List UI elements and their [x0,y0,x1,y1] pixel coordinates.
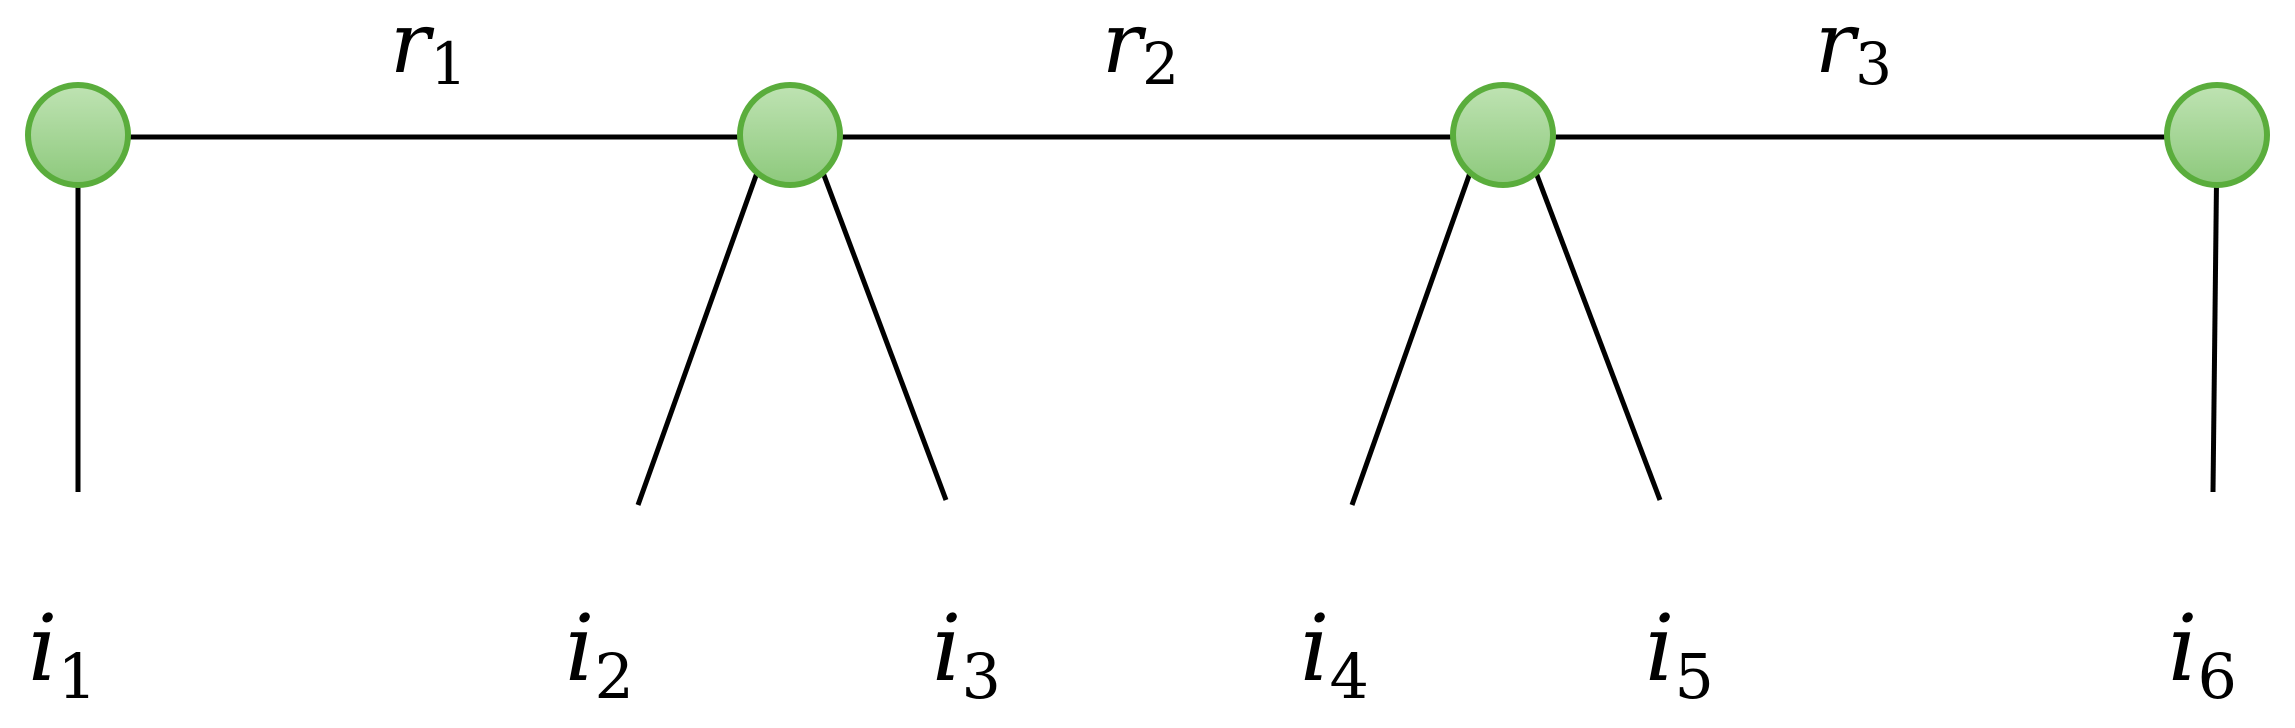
index-label-i1: i1 [28,595,97,713]
index-leg-4 [1349,169,1474,506]
index-leg-6 [2210,136,2220,493]
index-label-i3: i3 [932,595,1001,713]
index-label-i2: i2 [565,595,634,713]
index-leg-5 [1532,169,1663,501]
bond-label-r3: r3 [1815,0,1892,98]
tensor-node-2 [737,82,843,188]
index-leg-2 [635,169,761,506]
index-leg-3 [819,169,949,501]
tensor-node-4 [2164,82,2270,188]
index-label-i6: i6 [2168,595,2237,713]
bond-label-r2: r2 [1102,0,1179,98]
index-label-i5: i5 [1645,595,1714,713]
tensor-node-1 [25,82,131,188]
bond-label-r1: r1 [390,0,467,98]
index-label-i4: i4 [1300,595,1369,713]
tensor-node-3 [1450,82,1556,188]
